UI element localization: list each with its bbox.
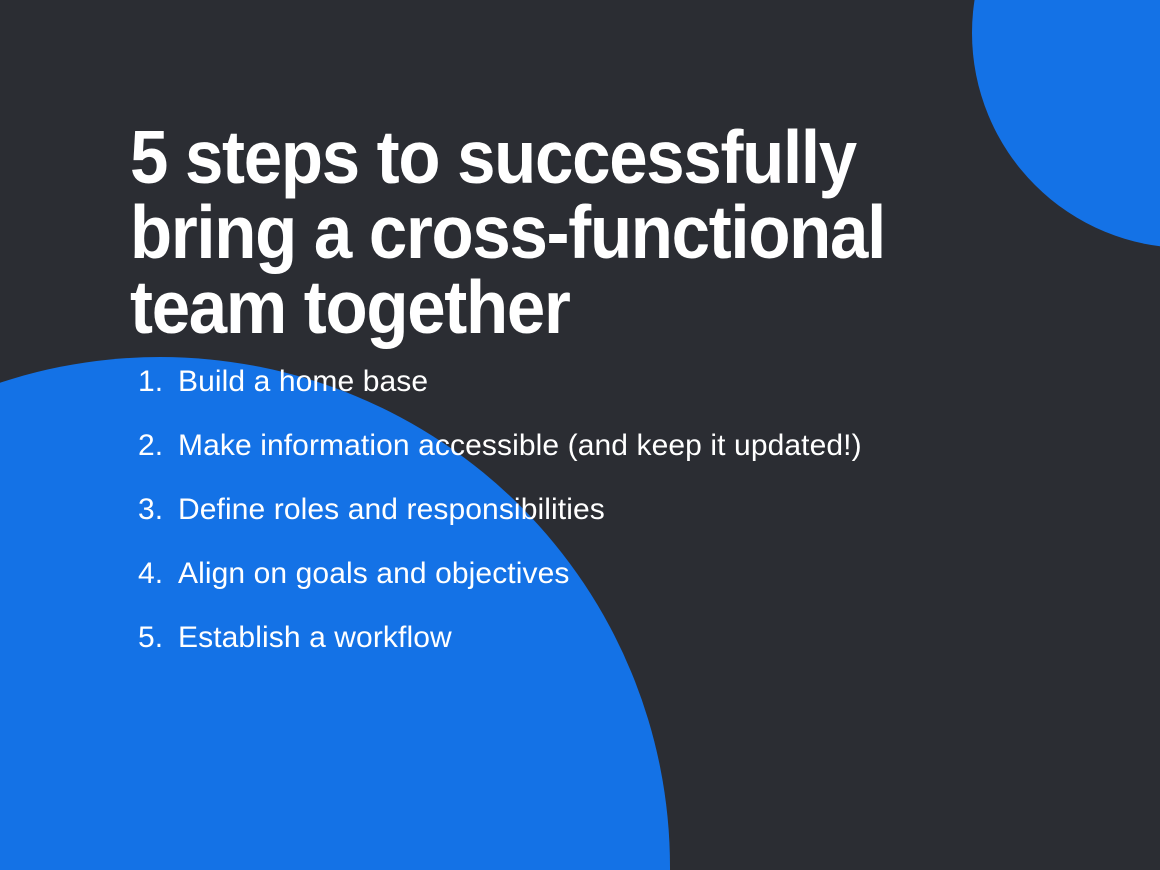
step-number: 1. (138, 365, 164, 398)
list-item: 5. Establish a workflow (138, 621, 862, 685)
list-item: 1. Build a home base (138, 365, 862, 429)
step-number: 4. (138, 557, 164, 590)
list-item: 3. Define roles and responsibilities (138, 493, 862, 557)
step-number: 2. (138, 429, 164, 462)
step-number: 5. (138, 621, 164, 654)
step-label: Build a home base (178, 365, 429, 398)
list-item: 2. Make information accessible (and keep… (138, 429, 862, 493)
step-label: Align on goals and objectives (178, 557, 570, 590)
step-label: Define roles and responsibilities (178, 493, 605, 526)
step-label: Establish a workflow (178, 621, 452, 654)
list-item: 4. Align on goals and objectives (138, 557, 862, 621)
step-label: Make information accessible (and keep it… (178, 429, 862, 462)
step-number: 3. (138, 493, 164, 526)
slide-title: 5 steps to successfully bring a cross-fu… (130, 115, 886, 349)
steps-list: 1. Build a home base 2. Make information… (138, 365, 862, 685)
